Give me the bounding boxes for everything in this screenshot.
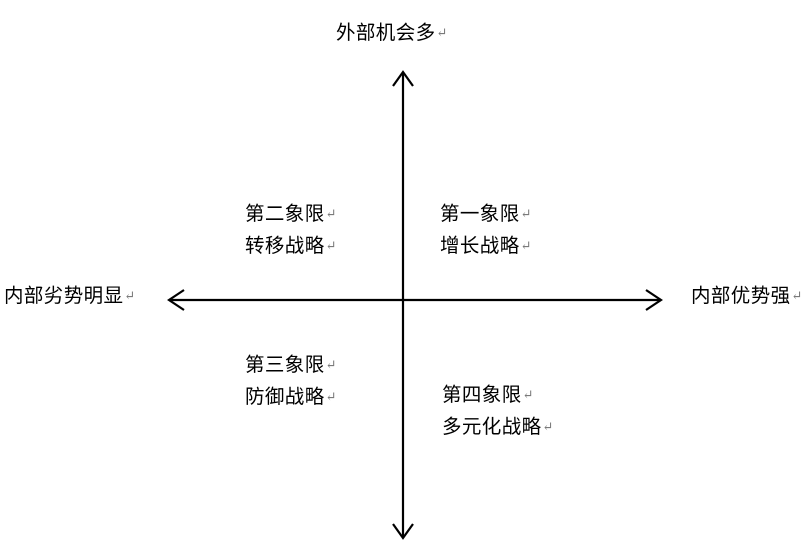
quadrant-3-title-line: 第三象限↵ [245,349,337,381]
quadrant-4-strategy-line: 多元化战略↵ [442,411,553,443]
pilcrow-mark: ↵ [124,288,136,303]
quadrant-3-strategy-line: 防御战略↵ [245,381,337,413]
horizontal-axis-left-arrowhead [167,289,185,311]
pilcrow-mark: ↵ [325,357,337,372]
pilcrow-mark: ↵ [436,25,448,40]
pilcrow-mark: ↵ [791,288,803,303]
quadrant-3-strategy: 防御战略 [245,387,325,408]
quadrant-1-title-line: 第一象限↵ [440,198,532,230]
pilcrow-mark: ↵ [325,389,337,404]
quadrant-4-strategy: 多元化战略 [442,417,542,438]
quadrant-1-strategy-line: 增长战略↵ [440,230,532,262]
pilcrow-mark: ↵ [522,387,534,402]
pilcrow-mark: ↵ [542,419,554,434]
axis-label-left-text: 内部劣势明显 [4,286,124,307]
pilcrow-mark: ↵ [325,206,337,221]
vertical-axis-top-arrowhead [392,70,414,87]
quadrant-2-block: 第二象限↵ 转移战略↵ [245,198,337,262]
quadrant-4-block: 第四象限↵ 多元化战略↵ [442,379,553,443]
pilcrow-mark: ↵ [520,206,532,221]
quadrant-2-title-line: 第二象限↵ [245,198,337,230]
axis-label-right-text: 内部优势强 [691,286,791,307]
quadrant-2-strategy: 转移战略 [245,236,325,257]
quadrant-1-block: 第一象限↵ 增长战略↵ [440,198,532,262]
axis-label-top: 外部机会多↵ [336,21,447,46]
quadrant-3-title: 第三象限 [245,355,325,376]
quadrant-4-title: 第四象限 [442,385,522,406]
horizontal-axis-right-arrowhead [645,289,663,311]
quadrant-4-title-line: 第四象限↵ [442,379,553,411]
pilcrow-mark: ↵ [325,238,337,253]
pilcrow-mark: ↵ [520,238,532,253]
axis-label-left: 内部劣势明显↵ [4,284,135,309]
axis-label-right: 内部优势强↵ [691,284,802,309]
axis-label-top-text: 外部机会多 [336,23,436,44]
vertical-axis-bottom-arrowhead [392,523,414,540]
quadrant-3-block: 第三象限↵ 防御战略↵ [245,349,337,413]
quadrant-1-title: 第一象限 [440,204,520,225]
quadrant-2-title: 第二象限 [245,204,325,225]
quadrant-1-strategy: 增长战略 [440,236,520,257]
quadrant-2-strategy-line: 转移战略↵ [245,230,337,262]
